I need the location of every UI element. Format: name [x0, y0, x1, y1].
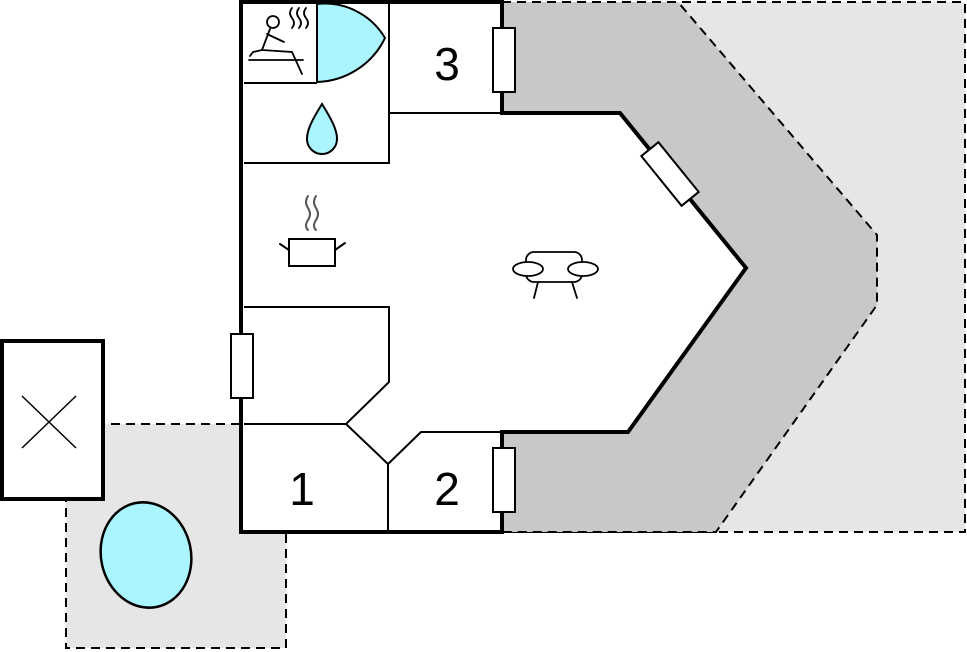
window-hallway	[230, 333, 254, 399]
partition-walls	[244, 4, 502, 532]
water-drop-icon	[305, 102, 339, 155]
sofa-icon	[512, 251, 599, 299]
room-number-3: 3	[434, 38, 460, 90]
window-bedroom-2	[492, 447, 516, 513]
cooking-pot-icon	[279, 195, 346, 267]
room-number-1: 1	[289, 463, 315, 515]
room-number-2: 2	[434, 463, 460, 515]
covered-terrace	[501, 0, 878, 533]
window-living-room	[639, 140, 701, 208]
window-bedroom-3	[492, 27, 516, 93]
house-floor	[241, 2, 746, 532]
hot-tub-icon	[99, 501, 193, 609]
sauna-icon	[248, 2, 387, 84]
cross-box-icon	[0, 339, 105, 501]
